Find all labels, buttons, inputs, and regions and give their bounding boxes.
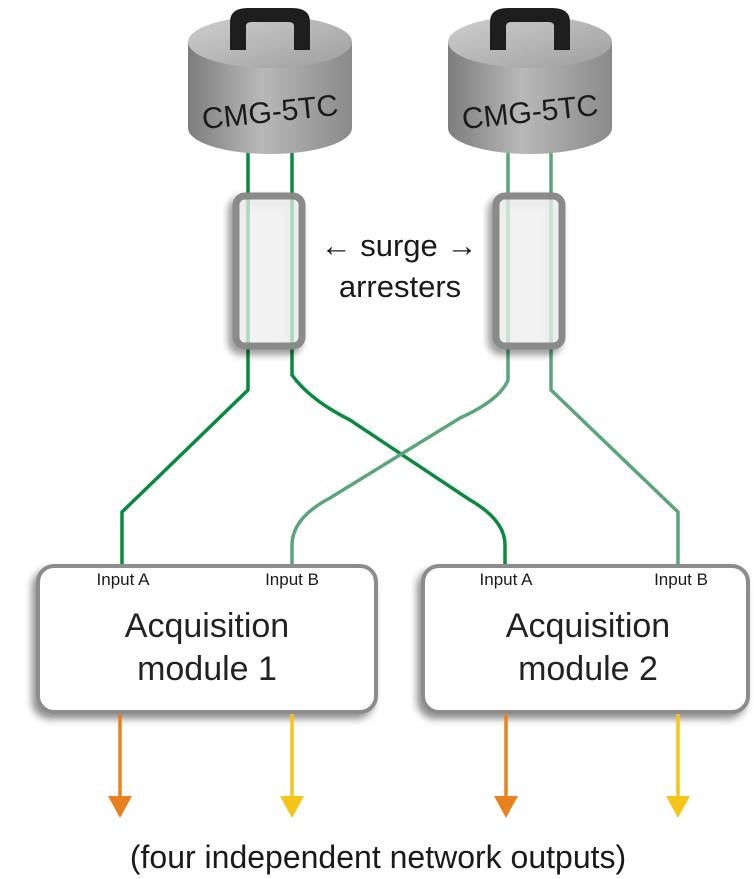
- surge-arresters-callout-line1: ← surge →: [321, 228, 478, 263]
- output-arrow-1: [108, 714, 132, 818]
- acquisition-module-2: [421, 564, 750, 714]
- module-1-input-b-label: Input B: [265, 570, 319, 589]
- module-2-input-a-label: Input A: [480, 570, 534, 589]
- output-arrow-3: [494, 714, 518, 818]
- arrow-down-icon: [108, 796, 132, 818]
- module-1-title-line1: Acquisition: [125, 607, 289, 645]
- arrow-down-icon: [280, 796, 304, 818]
- surge-arrester-2: [492, 192, 566, 350]
- sensor1-cable-b: [290, 150, 507, 566]
- arrow-down-icon: [666, 796, 690, 818]
- sensor-2-body: [448, 42, 612, 154]
- sensor-1-top: [188, 16, 352, 68]
- output-arrow-4: [666, 714, 690, 818]
- sensor2-cable-b: [549, 150, 680, 566]
- sensor-1-handle-icon: [230, 8, 310, 50]
- sensor-2: CMG-5TC: [448, 8, 612, 154]
- sensor-1-body: [188, 42, 352, 154]
- module-1-input-a-label: Input A: [97, 570, 151, 589]
- sensor-2-top: [448, 16, 612, 68]
- module-1-title-line2: module 1: [137, 650, 277, 688]
- sensor2-cables: [290, 150, 680, 566]
- sensor1-cables: [120, 150, 507, 566]
- sensor-2-handle-icon: [490, 8, 570, 50]
- outputs-caption: (four independent network outputs): [130, 839, 626, 875]
- module-2-title-line2: module 2: [518, 650, 658, 688]
- surge-arresters-callout-line2: arresters: [339, 269, 461, 304]
- surge-arrester-1: [232, 192, 306, 350]
- sensor2-cable-a: [290, 150, 510, 566]
- module-2-input-b-label: Input B: [654, 570, 708, 589]
- acquisition-module-1: [36, 564, 378, 714]
- sensor-1: CMG-5TC: [188, 8, 352, 154]
- module-1-box: [36, 564, 378, 714]
- arrow-down-icon: [494, 796, 518, 818]
- module-2-title-line1: Acquisition: [506, 607, 670, 645]
- module-2-box: [421, 564, 750, 714]
- output-arrow-2: [280, 714, 304, 818]
- sensor1-cable-a: [120, 150, 250, 566]
